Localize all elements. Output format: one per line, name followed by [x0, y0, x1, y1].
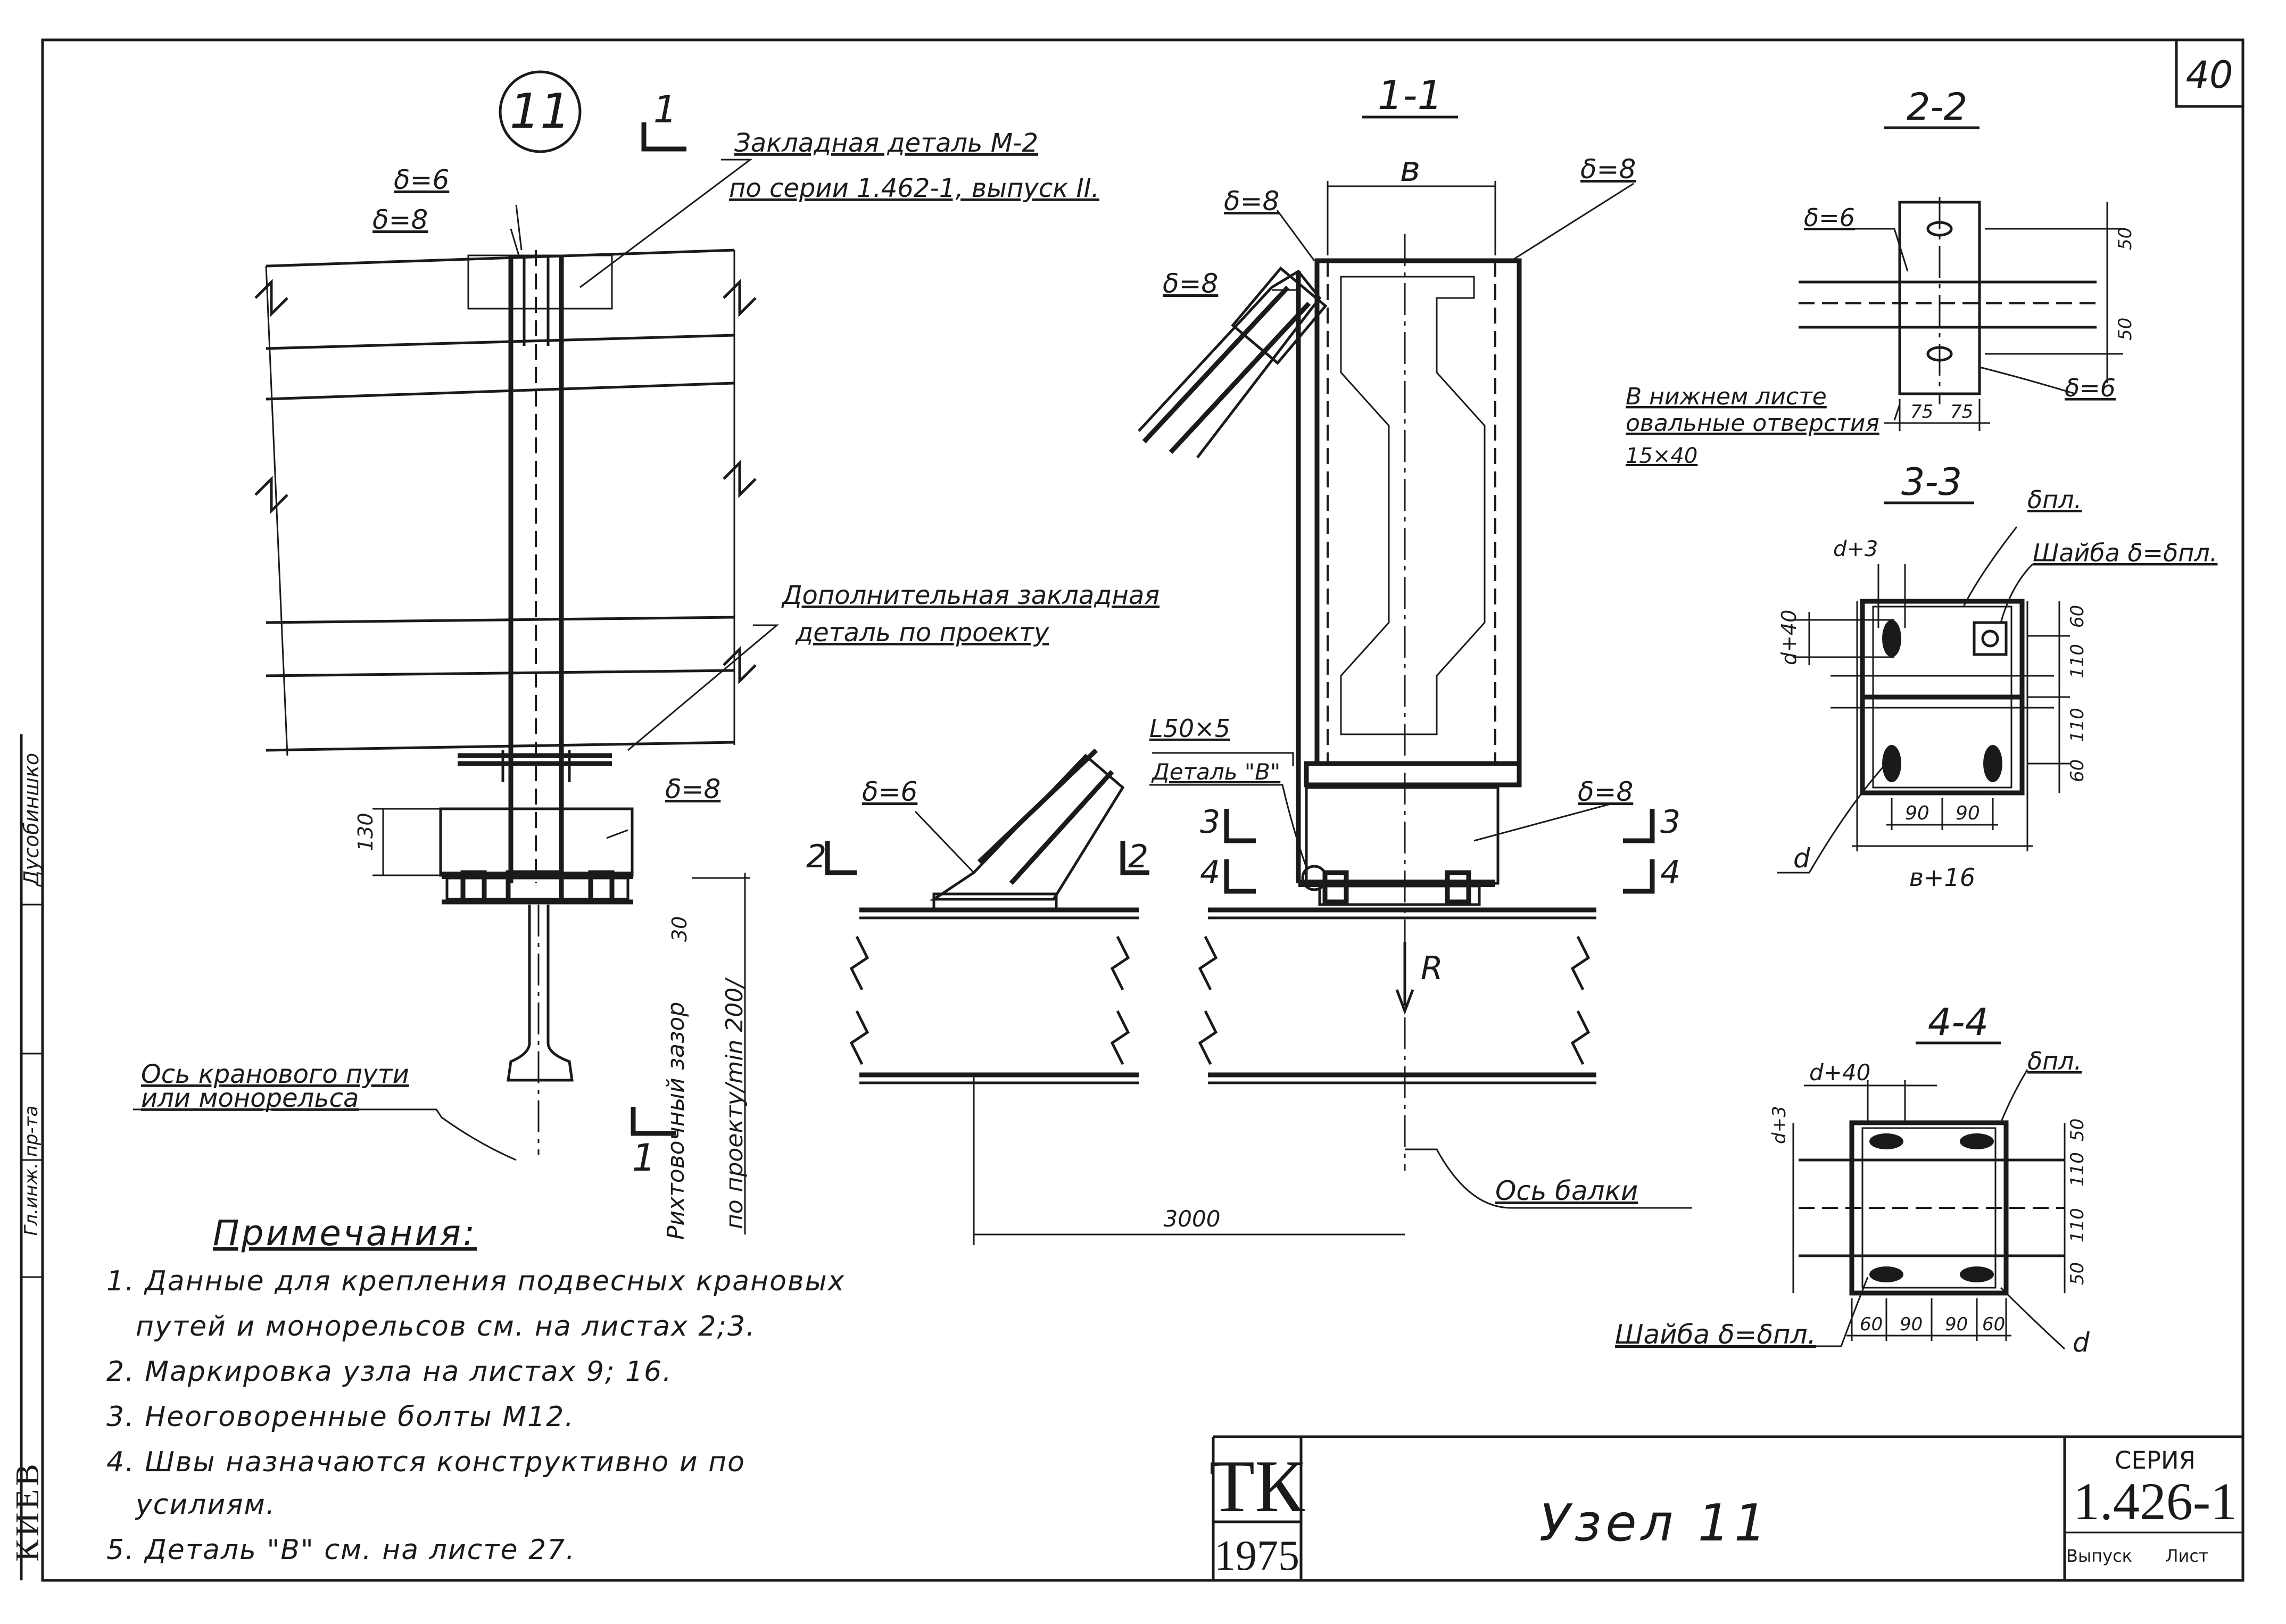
s11-d8-strut: δ=8 — [1163, 268, 1218, 299]
node-view — [133, 70, 780, 1234]
s44-dim-h2: 90 — [1900, 1314, 1923, 1335]
side-name: Дусобиншко — [20, 753, 43, 887]
city-label: КИЕВ — [10, 1461, 46, 1561]
section-1-1-title: 1-1 — [1378, 72, 1443, 119]
s44-plate: δпл. — [2027, 1047, 2082, 1075]
sheet-frame — [20, 38, 2244, 1582]
beam-axis-label: Ось балки — [1495, 1175, 1638, 1206]
dim-3000: 3000 — [1164, 1206, 1221, 1232]
stamp-year: 1975 — [1214, 1532, 1299, 1579]
s44-dim-h4: 60 — [1982, 1314, 2005, 1335]
force-r: R — [1421, 950, 1443, 987]
s11-d6-strut: δ=6 — [862, 776, 917, 807]
s11-d8-low: δ=8 — [1578, 776, 1633, 807]
s33-dim-v2: 110 — [2067, 644, 2088, 678]
s44-d: d — [2073, 1327, 2090, 1358]
s44-dim-v3: 110 — [2067, 1208, 2088, 1242]
embed-m2-line2: по серии 1.462-1, выпуск II. — [729, 173, 1099, 203]
angle-label: L50×5 — [1149, 714, 1230, 743]
s33-dim-h1: 90 — [1905, 802, 1929, 824]
embed-m2-line1: Закладная деталь М-2 — [734, 128, 1038, 158]
node-d8-top: δ=8 — [372, 204, 428, 235]
dim-130: 130 — [354, 813, 377, 851]
by-project-label: по проекту/min 200/ — [721, 977, 748, 1229]
stamp-tk: ТК — [1210, 1445, 1305, 1528]
drawing-title: Узел 11 — [1539, 1494, 1771, 1553]
oval-size: 15×40 — [1626, 444, 1697, 468]
s33-plate: δпл. — [2027, 485, 2082, 514]
s44-d3: d+3 — [1769, 1106, 1790, 1144]
notes-heading: Примечания: — [213, 1213, 477, 1254]
s22-d6-bottom: δ=6 — [2065, 374, 2116, 402]
s44-washer: Шайба δ=δпл. — [1615, 1319, 1816, 1350]
node-d6-top: δ=6 — [394, 164, 449, 195]
crane-axis-line1: Ось кранового пути — [141, 1059, 409, 1089]
s33-dim-h2: 90 — [1956, 802, 1980, 824]
adjust-gap-label: Рихтовочный зазор — [662, 1002, 690, 1240]
s22-dim-75a: 75 — [1910, 401, 1933, 422]
cut2-right: 2 — [1128, 838, 1148, 875]
note-line-4: 3. Неоговоренные болты М12. — [106, 1401, 575, 1433]
section-4-4-title: 4-4 — [1928, 1000, 1989, 1044]
sheet-number: 40 — [2185, 53, 2233, 97]
s44-dim-h3: 90 — [1945, 1314, 1968, 1335]
cut4-left: 4 — [1200, 854, 1220, 891]
node-marker: 11 — [510, 84, 571, 139]
s33-width: в+16 — [1909, 863, 1975, 892]
cut3-right: 3 — [1660, 803, 1680, 841]
s44-dim-v2: 110 — [2067, 1152, 2088, 1187]
oval-line2: овальные отверстия — [1626, 410, 1879, 437]
oval-line1: В нижнем листе — [1626, 383, 1827, 410]
s33-dim-v4: 60 — [2067, 759, 2088, 782]
note-line-6: усилиям. — [135, 1489, 276, 1521]
s44-d40: d+40 — [1809, 1059, 1870, 1086]
section-2-2-title: 2-2 — [1907, 85, 1967, 129]
issue-label: Выпуск — [2066, 1546, 2132, 1566]
cut2-left: 2 — [806, 838, 826, 875]
s44-dim-v1: 50 — [2067, 1118, 2088, 1141]
sheet-label: Лист — [2165, 1546, 2208, 1566]
crane-axis-line2: или монорельса — [141, 1083, 359, 1113]
s11-d8-left: δ=8 — [1224, 186, 1279, 217]
cut3-left: 3 — [1200, 803, 1220, 841]
s33-dim-v3: 110 — [2067, 708, 2088, 742]
s44-dim-v4: 50 — [2067, 1262, 2088, 1285]
note-line-5: 4. Швы назначаются конструктивно и по — [106, 1446, 746, 1478]
note-line-3: 2. Маркировка узла на листах 9; 16. — [106, 1356, 673, 1388]
cut4-right: 4 — [1660, 854, 1680, 891]
detail-b-label: Деталь "В" — [1151, 759, 1280, 785]
s22-dim-50b: 50 — [2115, 318, 2136, 341]
section-4-4-view — [1792, 1041, 2066, 1350]
s33-d40: d+40 — [1777, 610, 1801, 665]
s22-d6-top: δ=6 — [1804, 203, 1855, 232]
s44-dim-h1: 60 — [1860, 1314, 1883, 1335]
s33-washer: Шайба δ=δпл. — [2033, 538, 2217, 567]
section-3-3-view — [1777, 501, 2070, 874]
s22-dim-50a: 50 — [2115, 227, 2136, 250]
section-mark-top: 1 — [653, 88, 677, 131]
section-3-3-title: 3-3 — [1901, 460, 1962, 504]
extra-embed-line2: деталь по проекту — [795, 618, 1049, 648]
node-d8-right: δ=8 — [665, 774, 720, 805]
series-value: 1.426-1 — [2073, 1472, 2237, 1531]
s33-d: d — [1793, 843, 1810, 874]
section-2-2-view — [1799, 126, 2123, 431]
series-label: СЕРИЯ — [2115, 1446, 2196, 1474]
note-line-1: 1. Данные для крепления подвесных кранов… — [106, 1265, 845, 1297]
dim-30: 30 — [668, 916, 691, 942]
note-line-7: 5. Деталь "В" см. на листе 27. — [106, 1534, 576, 1566]
s11-d8-right: δ=8 — [1580, 154, 1636, 185]
s22-dim-75b: 75 — [1950, 401, 1973, 422]
side-role: Гл.инж. пр-та — [21, 1106, 42, 1236]
s33-d3: d+3 — [1833, 537, 1878, 561]
note-line-2: путей и монорельсов см. на листах 2;3. — [136, 1311, 756, 1343]
section-mark-bottom: 1 — [632, 1136, 656, 1180]
width-b: в — [1400, 150, 1420, 189]
section-1-1-view — [825, 115, 1692, 1245]
extra-embed-line1: Дополнительная закладная — [781, 581, 1159, 610]
s33-dim-v1: 60 — [2067, 605, 2088, 628]
